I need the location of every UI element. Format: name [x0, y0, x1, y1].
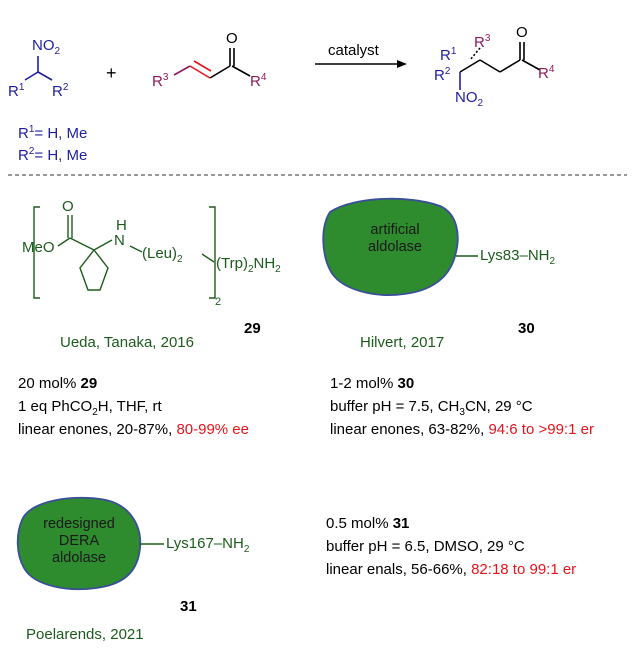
cat29-number: 29: [244, 320, 261, 337]
reactant1-r2: R2: [52, 82, 69, 100]
cat29-condition-loading: 20 mol% 29: [18, 375, 98, 392]
cat29-authors: Ueda, Tanaka, 2016: [60, 334, 194, 351]
cat31-lysine-tail: Lys167–NH2: [166, 535, 250, 556]
product-r3: R3: [474, 33, 491, 51]
arrow-label: catalyst: [328, 42, 379, 59]
reaction-arrow: [315, 60, 407, 68]
reactant1-nitro-group: NO2: [32, 37, 61, 58]
cat30-bubble-label: artificial aldolase: [367, 222, 422, 255]
enone-r3: R3: [152, 72, 169, 90]
product-oxygen: O: [516, 24, 528, 41]
cat31-condition-results: linear enals, 56-66%, 82:18 to 99:1 er: [326, 561, 577, 578]
plus-sign: +: [106, 63, 117, 83]
cat31-number: 31: [180, 598, 197, 615]
cat29-condition-results: linear enones, 20-87%, 80-99% ee: [18, 421, 249, 438]
cat31-selectivity: 82:18 to 99:1 er: [471, 561, 577, 578]
r2-definition: R2= H, Me: [18, 146, 88, 164]
cat31-authors: Poelarends, 2021: [26, 626, 144, 643]
reactant1-r1: R1: [8, 82, 25, 100]
r1-definition: R1= H, Me: [18, 124, 88, 142]
cat30-condition-loading: 1-2 mol% 30: [330, 375, 415, 392]
nitroalkane-bonds: [24, 56, 53, 81]
cat30-selectivity: 94:6 to >99:1 er: [488, 421, 594, 438]
cat29-selectivity: 80-99% ee: [176, 421, 249, 438]
product-r4: R4: [538, 64, 555, 82]
redesigned-dera-bubble: [16, 496, 142, 591]
enone-oxygen: O: [226, 30, 238, 47]
enone-r4: R4: [250, 72, 267, 90]
cat30-condition-reagents: buffer pH = 7.5, CH3CN, 29 °C: [330, 398, 533, 418]
cat29-bracket-subscript: 2: [215, 296, 222, 308]
cat29-oxygen: O: [62, 198, 74, 215]
product-bonds: [459, 42, 541, 90]
cat31-condition-reagents: buffer pH = 6.5, DMSO, 29 °C: [326, 538, 525, 555]
product-r1: R1: [440, 46, 457, 64]
artificial-aldolase-bubble: [322, 197, 459, 296]
cat29-amine-n: N: [114, 232, 125, 249]
cat29-tryptophan: (Trp)2NH2: [216, 255, 281, 276]
cat30-condition-results: linear enones, 63-82%, 94:6 to >99:1 er: [330, 421, 594, 438]
cat29-leucine: (Leu)2: [142, 245, 183, 266]
cat29-amine-h: H: [116, 217, 127, 234]
product-r2: R2: [434, 66, 451, 84]
catalyst-29-bonds: [33, 206, 216, 299]
product-nitro-group: NO2: [455, 89, 484, 110]
cat30-lysine-tail: Lys83–NH2: [480, 247, 556, 268]
cat31-bubble-label: redesigned DERA aldolase: [43, 516, 115, 566]
cat29-methoxy: MeO: [22, 239, 55, 256]
cat31-condition-loading: 0.5 mol% 31: [326, 515, 410, 532]
cat30-number: 30: [518, 320, 535, 337]
enone-bonds: [173, 48, 251, 79]
cat30-authors: Hilvert, 2017: [360, 334, 445, 351]
cat29-condition-reagents: 1 eq PhCO2H, THF, rt: [18, 398, 162, 418]
